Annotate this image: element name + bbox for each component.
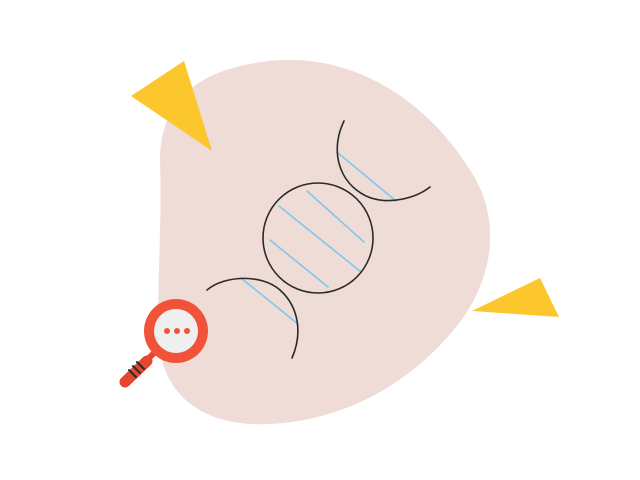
ellipsis-icon xyxy=(164,328,190,334)
base-pair xyxy=(306,190,365,243)
dna-strand-lower-left xyxy=(206,277,299,359)
base-pair xyxy=(240,277,299,325)
dna-strand-upper-right xyxy=(336,120,431,202)
dna-base-pairs xyxy=(240,152,397,325)
magnifier-grip-stripe xyxy=(128,369,137,378)
dna-center-loop xyxy=(262,182,374,294)
ellipsis-dot xyxy=(184,328,190,334)
base-pair xyxy=(278,205,362,273)
base-pair xyxy=(269,239,329,288)
triangle-shape-top-left xyxy=(131,61,212,151)
magnifying-glass-icon xyxy=(119,299,208,388)
magnifier-grip xyxy=(119,355,153,388)
magnifier-handle xyxy=(119,349,158,388)
dna-helix-icon xyxy=(206,120,431,359)
ellipsis-dot xyxy=(164,328,170,334)
magnifier-grip-stripe xyxy=(136,361,145,370)
triangle-shape-right xyxy=(472,278,559,317)
ellipsis-dot xyxy=(174,328,180,334)
base-pair xyxy=(337,152,397,202)
magnifier-grip-stripe xyxy=(132,365,141,374)
dna-strands xyxy=(206,120,431,359)
